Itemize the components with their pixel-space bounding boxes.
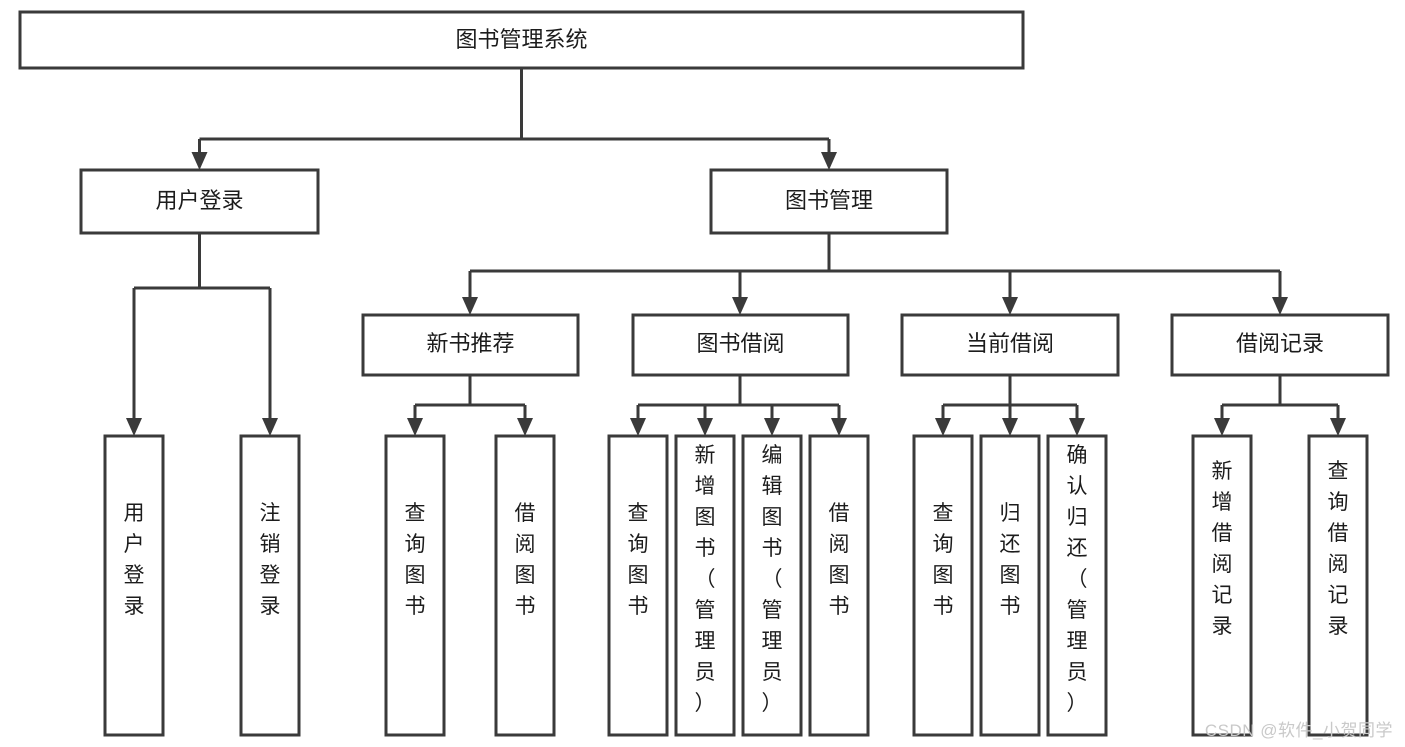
node-leaf13-box[interactable] xyxy=(1307,434,1369,737)
arrow-current-to-leaf11 xyxy=(1069,418,1085,436)
arrow-bookmgmt-to-newbook xyxy=(462,297,478,315)
node-leaf1-label: 用户登录 xyxy=(124,502,145,618)
node-leaf4-box[interactable] xyxy=(494,434,556,737)
node-newbook-label: 新书推荐 xyxy=(426,331,514,356)
node-leaf5-label: 查询图书 xyxy=(628,502,649,618)
node-leaf8[interactable]: 借阅图书 xyxy=(808,434,870,737)
arrow-borrow-to-leaf7 xyxy=(764,418,780,436)
node-borrow-box[interactable] xyxy=(631,313,850,377)
arrow-borrow-to-leaf6 xyxy=(697,418,713,436)
node-current-label: 当前借阅 xyxy=(966,331,1054,356)
arrow-borrow-to-leaf5 xyxy=(630,418,646,436)
node-leaf10-label: 归还图书 xyxy=(1000,502,1021,618)
node-leaf3[interactable]: 查询图书 xyxy=(384,434,446,737)
csdn-watermark: CSDN @软件_小贺同学 xyxy=(1204,721,1393,740)
arrow-login-to-leaf2 xyxy=(262,418,278,436)
node-borrow-label: 图书借阅 xyxy=(696,331,784,356)
node-login-label: 用户登录 xyxy=(155,188,243,213)
node-leaf8-label: 借阅图书 xyxy=(829,502,850,618)
node-leaf1[interactable]: 用户登录 xyxy=(103,434,165,737)
node-leaf6-box[interactable] xyxy=(674,434,736,737)
node-newbook-box[interactable] xyxy=(361,313,580,377)
arrow-newbook-to-leaf4 xyxy=(517,418,533,436)
node-root-label: 图书管理系统 xyxy=(455,27,587,52)
node-leaf12-label: 新增借阅记录 xyxy=(1212,460,1233,638)
node-record-box[interactable] xyxy=(1170,313,1390,377)
node-login[interactable]: 用户登录 xyxy=(79,168,320,235)
arrow-bookmgmt-to-current xyxy=(1002,297,1018,315)
node-newbook[interactable]: 新书推荐 xyxy=(361,313,580,377)
node-bookmgmt-box[interactable] xyxy=(709,168,949,235)
node-leaf11[interactable]: 确认归还（管理员） xyxy=(1046,434,1108,737)
node-leaf9-label: 查询图书 xyxy=(933,502,954,618)
node-leaf8-box[interactable] xyxy=(808,434,870,737)
node-bookmgmt-label: 图书管理 xyxy=(785,188,873,213)
arrow-record-to-leaf13 xyxy=(1330,418,1346,436)
node-leaf10-box[interactable] xyxy=(979,434,1041,737)
node-leaf7-label: 编辑图书（管理员） xyxy=(762,444,783,715)
node-leaf3-box[interactable] xyxy=(384,434,446,737)
node-leaf6-label: 新增图书（管理员） xyxy=(695,444,716,715)
node-borrow[interactable]: 图书借阅 xyxy=(631,313,850,377)
node-leaf1-box[interactable] xyxy=(103,434,165,737)
node-leaf12[interactable]: 新增借阅记录 xyxy=(1191,434,1253,737)
node-leaf10[interactable]: 归还图书 xyxy=(979,434,1041,737)
node-leaf5-box[interactable] xyxy=(607,434,669,737)
node-leaf4-label: 借阅图书 xyxy=(515,502,536,618)
node-leaf2[interactable]: 注销登录 xyxy=(239,434,301,737)
node-leaf12-box[interactable] xyxy=(1191,434,1253,737)
node-current[interactable]: 当前借阅 xyxy=(900,313,1120,377)
node-record-label: 借阅记录 xyxy=(1236,331,1324,356)
node-leaf11-box[interactable] xyxy=(1046,434,1108,737)
node-leaf2-box[interactable] xyxy=(239,434,301,737)
arrow-borrow-to-leaf8 xyxy=(831,418,847,436)
arrow-bookmgmt-to-borrow xyxy=(732,297,748,315)
node-leaf2-label: 注销登录 xyxy=(260,502,281,618)
node-leaf13[interactable]: 查询借阅记录 xyxy=(1307,434,1369,737)
node-current-box[interactable] xyxy=(900,313,1120,377)
node-leaf4[interactable]: 借阅图书 xyxy=(494,434,556,737)
node-leaf5[interactable]: 查询图书 xyxy=(607,434,669,737)
node-leaf7-box[interactable] xyxy=(741,434,803,737)
arrow-bookmgmt-to-record xyxy=(1272,297,1288,315)
node-root[interactable]: 图书管理系统 xyxy=(18,10,1025,70)
arrow-newbook-to-leaf3 xyxy=(407,418,423,436)
node-leaf7[interactable]: 编辑图书（管理员） xyxy=(741,434,803,737)
node-leaf13-label: 查询借阅记录 xyxy=(1328,460,1349,638)
node-leaf6[interactable]: 新增图书（管理员） xyxy=(674,434,736,737)
node-leaf9[interactable]: 查询图书 xyxy=(912,434,974,737)
node-root-box[interactable] xyxy=(18,10,1025,70)
node-leaf9-box[interactable] xyxy=(912,434,974,737)
node-login-box[interactable] xyxy=(79,168,320,235)
arrow-record-to-leaf12 xyxy=(1214,418,1230,436)
arrow-login-to-leaf1 xyxy=(126,418,142,436)
connectors xyxy=(126,68,1346,436)
node-record[interactable]: 借阅记录 xyxy=(1170,313,1390,377)
node-leaf11-label: 确认归还（管理员） xyxy=(1067,444,1088,715)
arrow-current-to-leaf10 xyxy=(1002,418,1018,436)
arrow-root-to-bookmgmt xyxy=(821,152,837,170)
node-leaf3-label: 查询图书 xyxy=(405,502,426,618)
arrow-current-to-leaf9 xyxy=(935,418,951,436)
arrow-root-to-login xyxy=(191,152,208,170)
leaf-nodes: 用户登录 注销登录 查询图书 借阅图书 查询图书 新增图书（管理员） xyxy=(103,434,1369,737)
node-bookmgmt[interactable]: 图书管理 xyxy=(709,168,949,235)
